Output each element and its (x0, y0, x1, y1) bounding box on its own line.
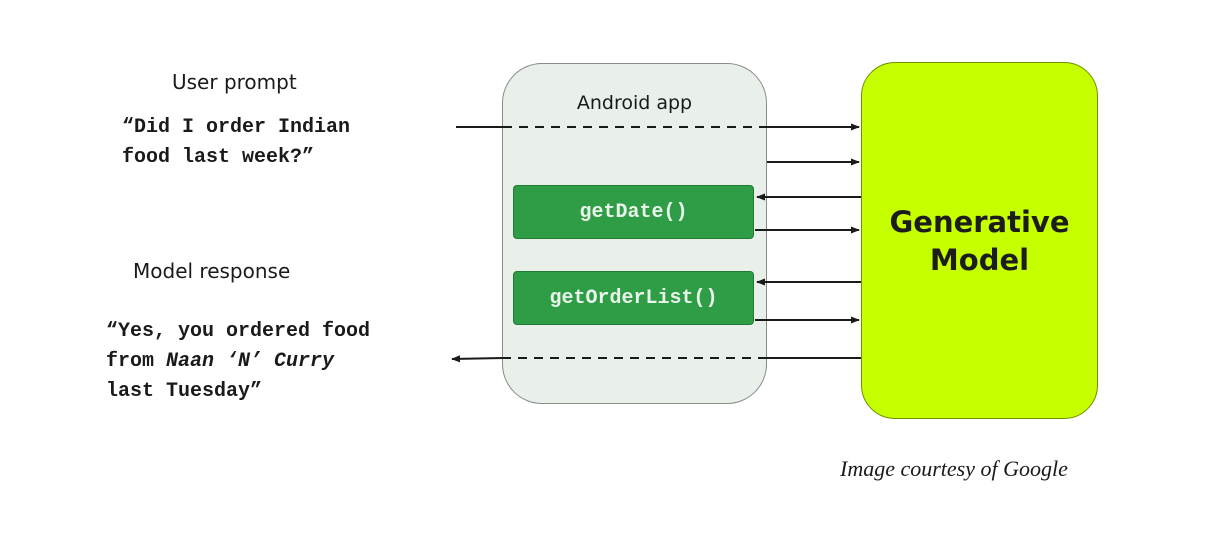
generative-model-box: Generative Model (861, 62, 1098, 419)
model-response-line-1: “Yes, you ordered food (106, 320, 371, 343)
user-prompt-line-1: “Did I order Indian (122, 116, 351, 139)
model-response-heading: Model response (133, 259, 291, 283)
get-date-function: getDate() (513, 185, 754, 239)
response-out-arrow (451, 355, 504, 363)
user-prompt-line-2: food last week?” (122, 146, 315, 169)
model-response-line-2-prefix: from (106, 350, 167, 373)
user-prompt-heading: User prompt (172, 70, 297, 94)
image-caption: Image courtesy of Google (840, 456, 1068, 481)
model-response-text: “Yes, you ordered food from Naan ‘N’ Cur… (106, 317, 370, 407)
android-app-title: Android app (576, 92, 693, 114)
restaurant-name: Naan ‘N’ Curry (166, 350, 335, 373)
get-order-list-function: getOrderList() (513, 271, 754, 325)
generative-model-title: Generative Model (889, 204, 1070, 277)
model-response-line-3: last Tuesday” (106, 380, 263, 403)
user-prompt-text: “Did I order Indian food last week?” (122, 113, 350, 173)
model-response-line-2: from Naan ‘N’ Curry (106, 347, 370, 377)
